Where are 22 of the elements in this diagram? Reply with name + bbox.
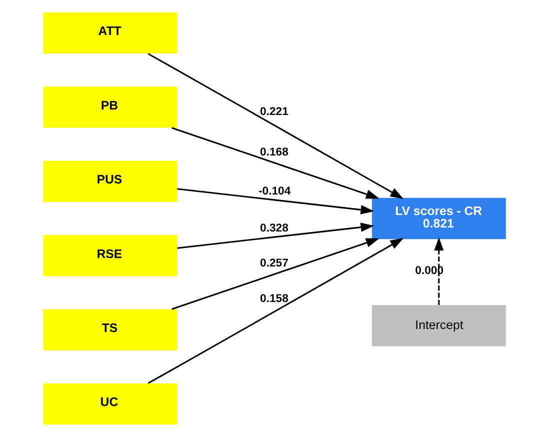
node-box: Intercept (372, 305, 506, 346)
edge-label: 0.328 (260, 222, 288, 235)
node-box: PUS (43, 160, 178, 202)
node-box: UC (43, 383, 178, 425)
arrow (177, 188, 374, 214)
arrow (172, 238, 380, 310)
arrow (172, 127, 380, 199)
arrow (177, 222, 374, 249)
edge-label: 0.168 (260, 146, 288, 158)
arrow (434, 237, 444, 306)
node-box: PB (43, 86, 178, 128)
edge-label: 0.000 (415, 264, 444, 277)
arrow (148, 238, 404, 384)
arrow (148, 53, 404, 199)
node-box: TS (43, 309, 178, 350)
edge-label: 0.158 (260, 292, 288, 305)
node-box: LV scores - CR 0.821 (372, 198, 506, 240)
edge-label: 0.221 (260, 106, 288, 118)
edge-label: -0.104 (258, 186, 291, 198)
node-box: ATT (43, 12, 178, 54)
node-box: RSE (43, 235, 178, 276)
edge-label: 0.257 (260, 258, 288, 270)
